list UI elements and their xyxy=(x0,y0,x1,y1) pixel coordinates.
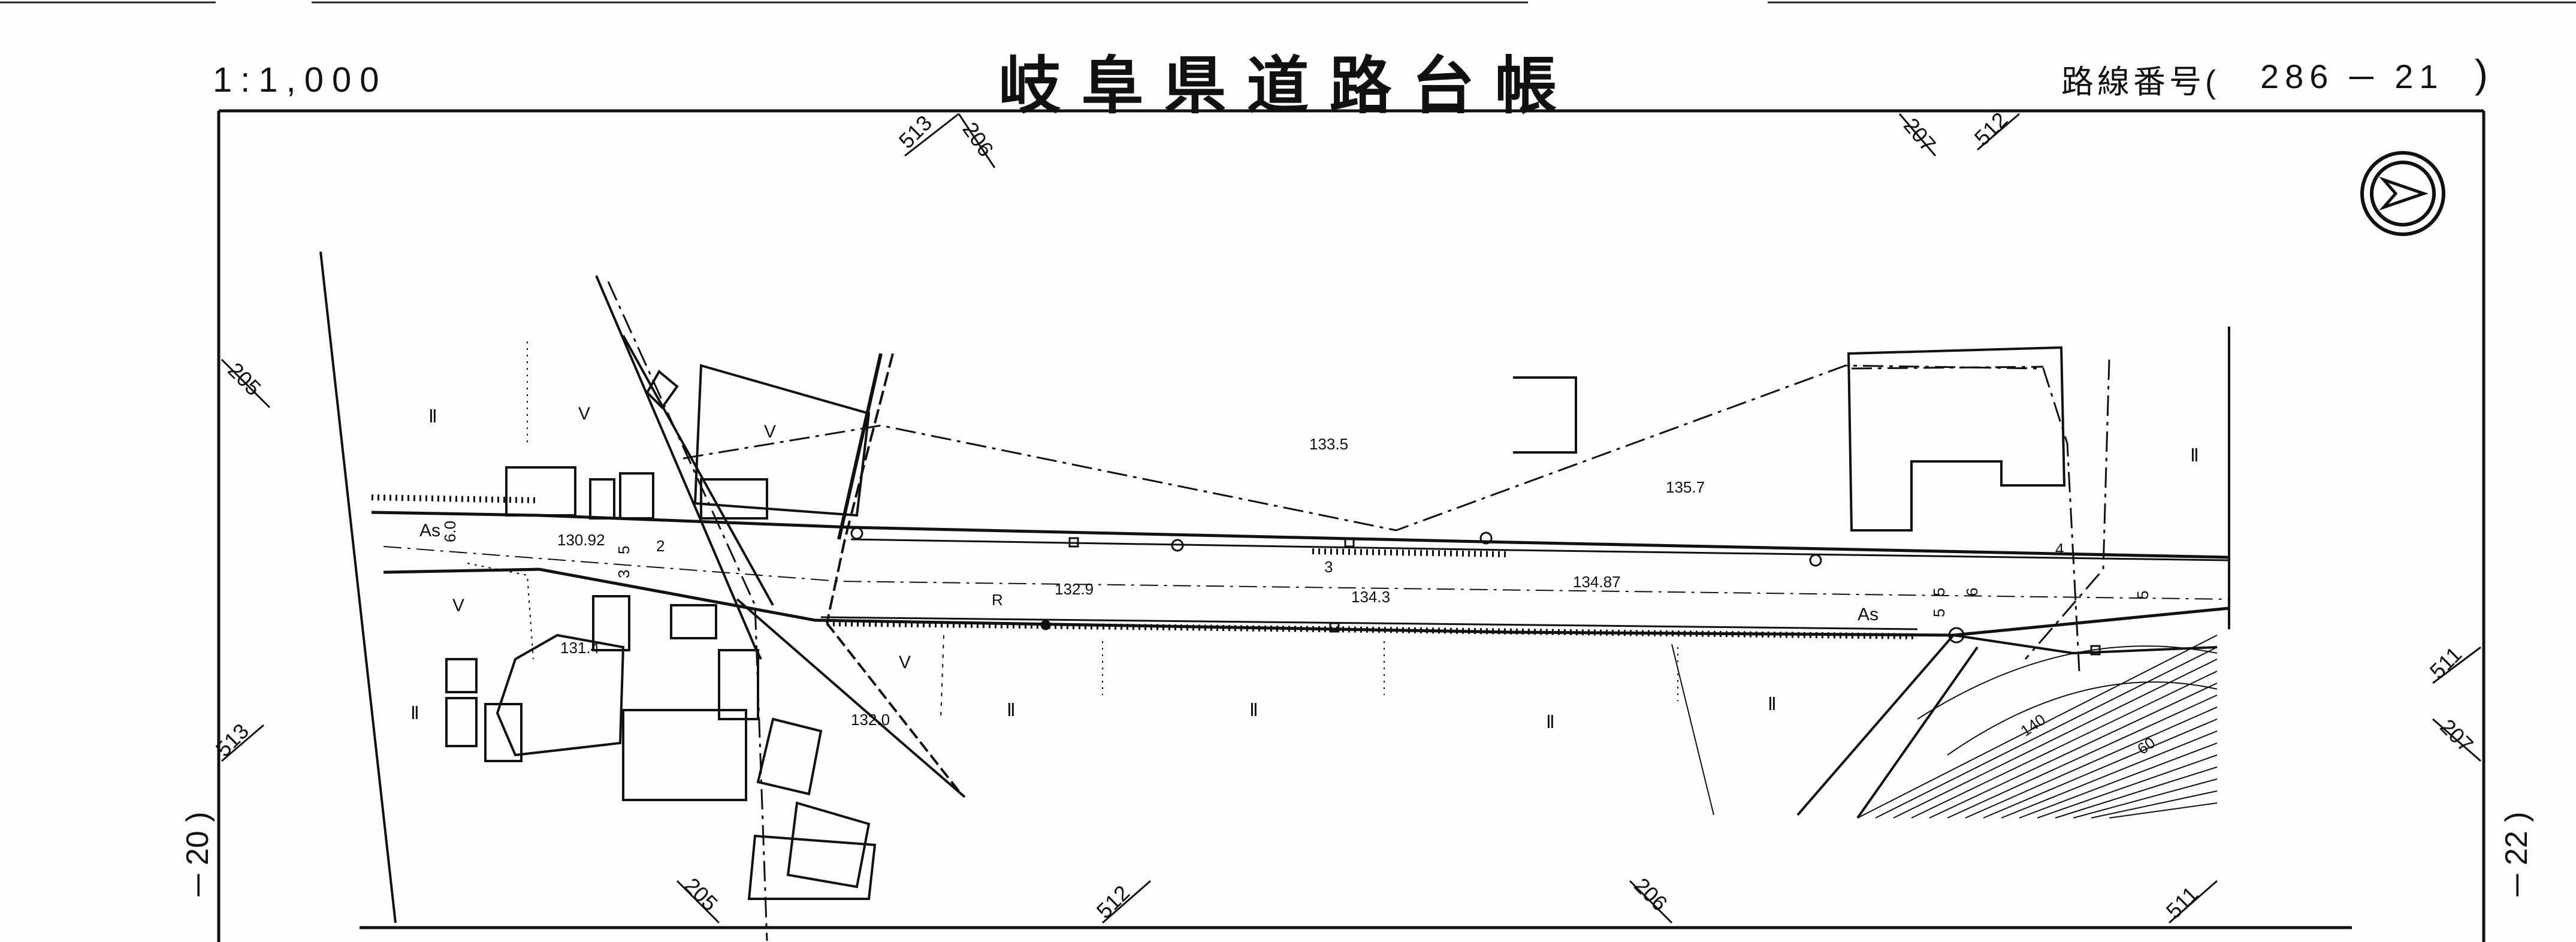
pavement-label-left: As xyxy=(419,521,440,541)
elevation-7: 131.4 xyxy=(560,639,599,657)
route-number: 286 ─ 21 xyxy=(2260,58,2444,95)
page-title: 岐阜県道路台帳 xyxy=(998,49,1578,122)
dim-1: 6.0 xyxy=(441,521,459,542)
elevation-8: 132.0 xyxy=(851,711,890,729)
grid-label-8: 512 xyxy=(1092,880,1134,923)
north-arrow-icon xyxy=(2360,151,2445,236)
grid-label-7: 205 xyxy=(680,873,722,916)
field-mark: Ⅱ xyxy=(428,407,437,427)
dim-10: 4 xyxy=(2055,540,2064,558)
cross-roads xyxy=(595,275,2218,819)
grid-label-5: 205 xyxy=(223,358,265,400)
boundary-lines xyxy=(607,281,2110,941)
field-mark: Ⅱ xyxy=(2190,446,2199,466)
grid-label-12: 207 xyxy=(2435,714,2478,757)
elevation-5: 134.3 xyxy=(1351,588,1390,606)
field-mark: Ⅱ xyxy=(410,704,419,723)
field-mark: Ⅱ xyxy=(1007,701,1016,720)
adjacent-sheet-left: ─ 20 ) xyxy=(180,811,215,896)
r-mark: R xyxy=(992,591,1003,609)
point-symbols xyxy=(850,527,2101,656)
dim-8: 5 xyxy=(1930,609,1948,617)
elevation-4: 132.9 xyxy=(1055,580,1094,598)
field-mark: Ⅱ xyxy=(1249,701,1258,720)
grid-ticks xyxy=(221,113,2481,924)
adjacent-sheet-right: ─ 22 ) xyxy=(2499,811,2534,896)
dim-5: 3 xyxy=(1324,558,1333,576)
dim-4: 3 xyxy=(615,570,633,578)
main-road xyxy=(371,494,2230,639)
v-mark: V xyxy=(899,653,911,672)
grid-label-6: 513 xyxy=(211,718,253,761)
grid-label-9: 206 xyxy=(1629,873,1672,916)
pavement-label-right: As xyxy=(1858,605,1879,624)
elevation-6: 134.87 xyxy=(1573,573,1621,591)
elevation-2: 135.7 xyxy=(1666,478,1705,496)
dim-6: 5 xyxy=(1930,588,1948,596)
parcel-lines xyxy=(319,251,2230,923)
dim-9: 5 xyxy=(2134,591,2152,599)
route-number-label: 路線番号( xyxy=(2061,64,2219,100)
buildings xyxy=(445,346,2066,900)
elevation-1: 133.5 xyxy=(1309,435,1348,453)
curve-label-60: 60 xyxy=(2134,733,2158,758)
route-number-close: ) xyxy=(2475,52,2488,96)
field-mark: Ⅱ xyxy=(1768,695,1777,714)
curve-label-140: 140 xyxy=(2017,710,2049,739)
embankment-hatch xyxy=(1857,635,2218,819)
dim-2: 5 xyxy=(615,546,633,554)
grid-label-10: 511 xyxy=(2161,881,2203,923)
map-frame xyxy=(217,109,2486,942)
v-mark: V xyxy=(578,404,590,424)
v-mark: V xyxy=(452,596,464,615)
grid-label-11: 511 xyxy=(2425,642,2467,684)
land-use-symbols: Ⅱ Ⅱ Ⅱ Ⅱ Ⅱ Ⅱ Ⅱ V V V V xyxy=(410,404,2199,732)
elevation-3: 130.92 xyxy=(557,531,605,549)
dim-3: 2 xyxy=(656,537,665,555)
field-mark: Ⅱ xyxy=(1546,712,1555,732)
v-mark: V xyxy=(764,422,776,442)
dim-7: 6 xyxy=(1963,588,1981,596)
map-scale: 1:1,000 xyxy=(213,61,388,99)
